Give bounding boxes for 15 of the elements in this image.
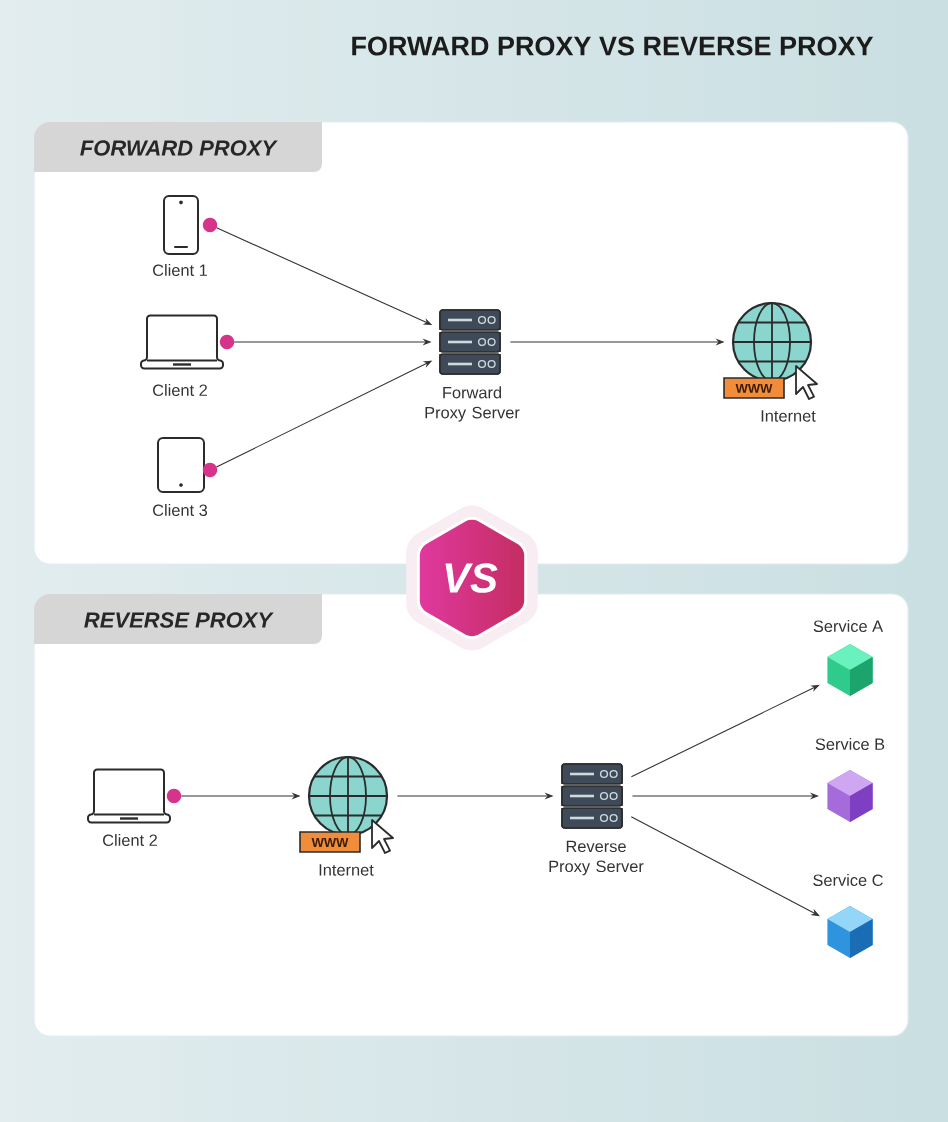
node-label: Internet bbox=[761, 410, 816, 422]
node-label: Reverse Proxy Server bbox=[549, 840, 644, 876]
hexagon-badge: VS bbox=[406, 505, 538, 651]
node-label: Forward Proxy Server bbox=[425, 386, 520, 422]
node-label: Client 1 bbox=[153, 263, 207, 276]
node-label: Service C bbox=[813, 874, 883, 887]
node-label: Client 2 bbox=[103, 834, 157, 846]
panel-tab: REVERSE PROXY bbox=[34, 594, 322, 644]
node-label: Client 2 bbox=[153, 384, 207, 396]
panel-tab: FORWARD PROXY bbox=[34, 122, 322, 172]
title: FORWARD PROXY VS REVERSE PROXY bbox=[352, 36, 874, 56]
node-label: Internet bbox=[319, 864, 374, 876]
node-label: Client 3 bbox=[153, 504, 208, 516]
node-label: Service A bbox=[813, 620, 884, 632]
node-label: Service B bbox=[815, 738, 885, 750]
